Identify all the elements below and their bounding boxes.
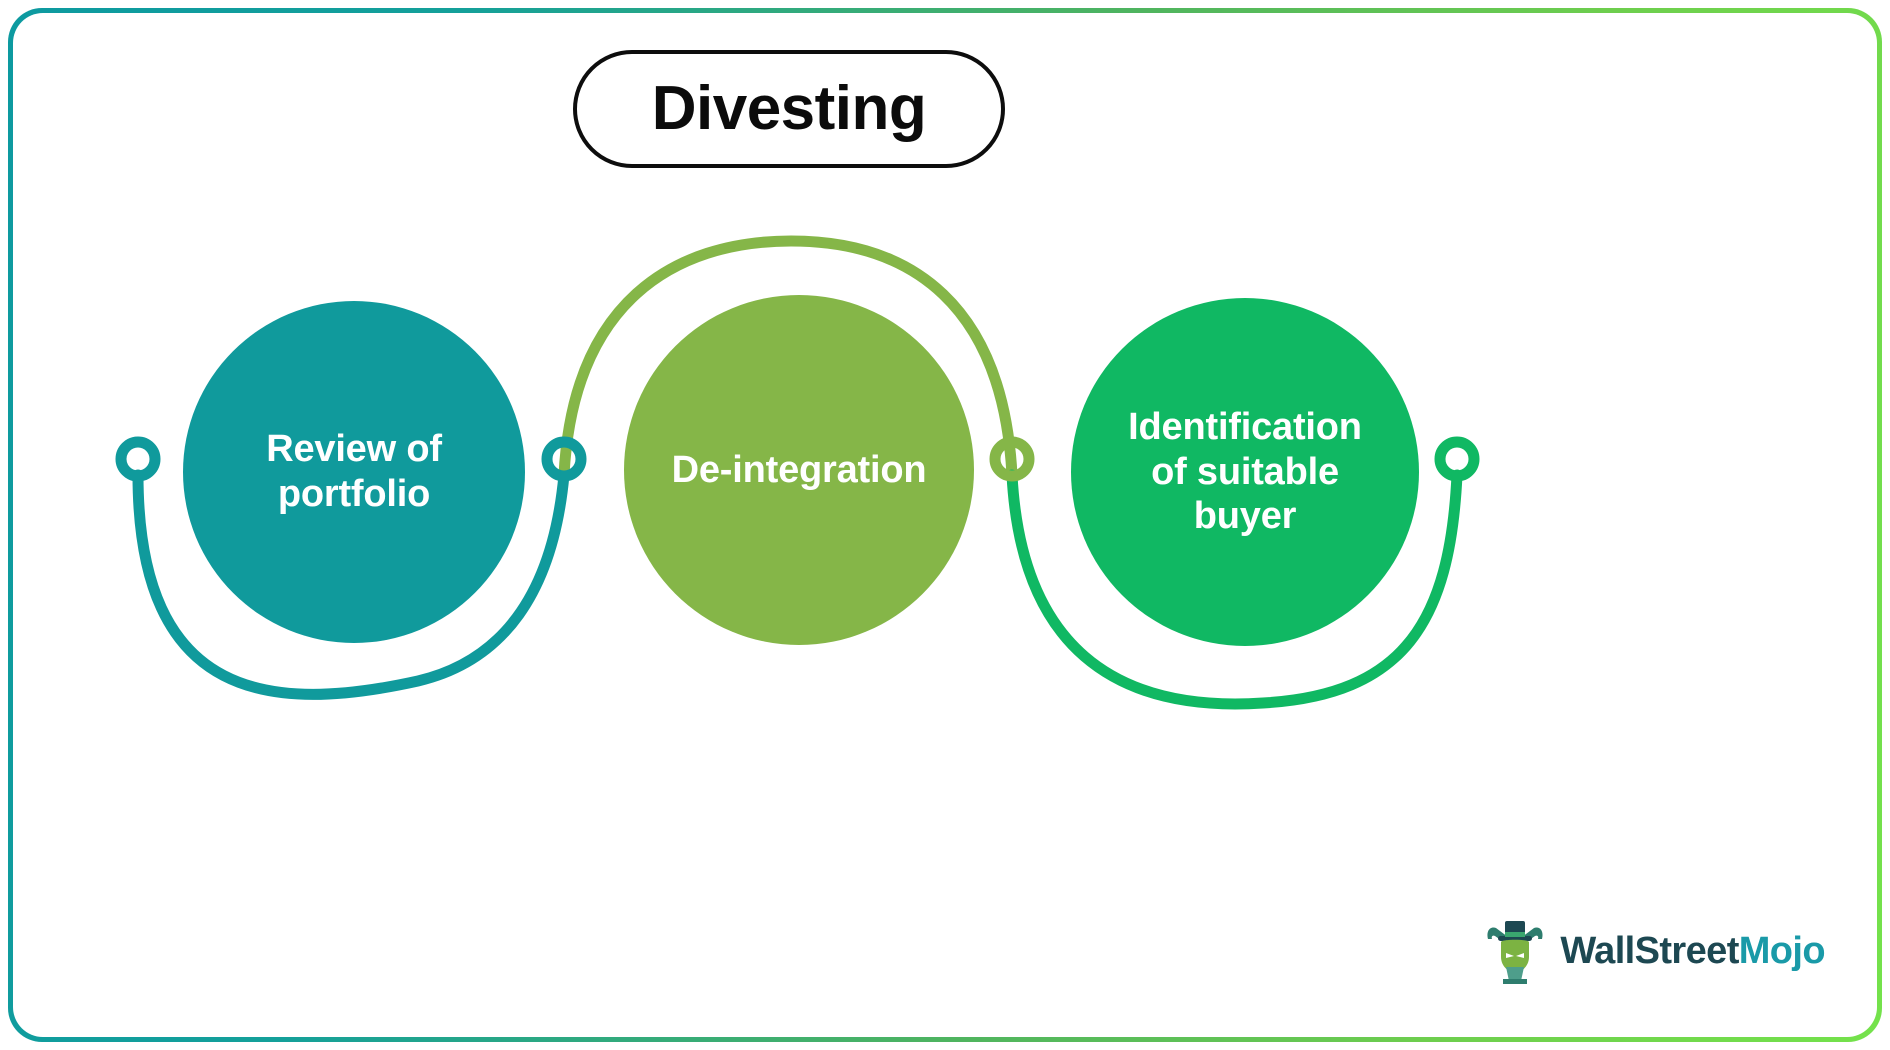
step-label-1: Review of portfolio — [266, 428, 442, 515]
step-label-2: De-integration — [671, 448, 927, 491]
node-between-2-3 — [989, 436, 1035, 482]
card-body: Divesting — [13, 13, 1877, 1037]
bull-with-top-hat-icon — [1487, 921, 1543, 984]
logo-wordmark: WallStreetMojo — [1560, 932, 1825, 970]
node-endpoint-right — [1434, 436, 1480, 482]
logo-word-secondary: Mojo — [1738, 930, 1826, 972]
step-label-3: Identification of suitable buyer — [1128, 405, 1362, 538]
title-pill: Divesting — [573, 50, 1005, 168]
page-title: Divesting — [651, 74, 927, 143]
card-gradient-border: Divesting — [8, 8, 1882, 1042]
logo-word-primary: WallStreet — [1560, 930, 1739, 972]
wallstreetmojo-logo[interactable]: WallStreetMojo — [1484, 917, 1826, 985]
step-circle-review-of-portfolio[interactable]: Review of portfolio — [183, 301, 525, 643]
node-between-1-2 — [541, 436, 587, 482]
step-circle-de-integration[interactable]: De-integration — [624, 295, 974, 645]
node-endpoint-left — [115, 436, 161, 482]
step-circle-identification-of-suitable-buyer[interactable]: Identification of suitable buyer — [1071, 298, 1419, 646]
